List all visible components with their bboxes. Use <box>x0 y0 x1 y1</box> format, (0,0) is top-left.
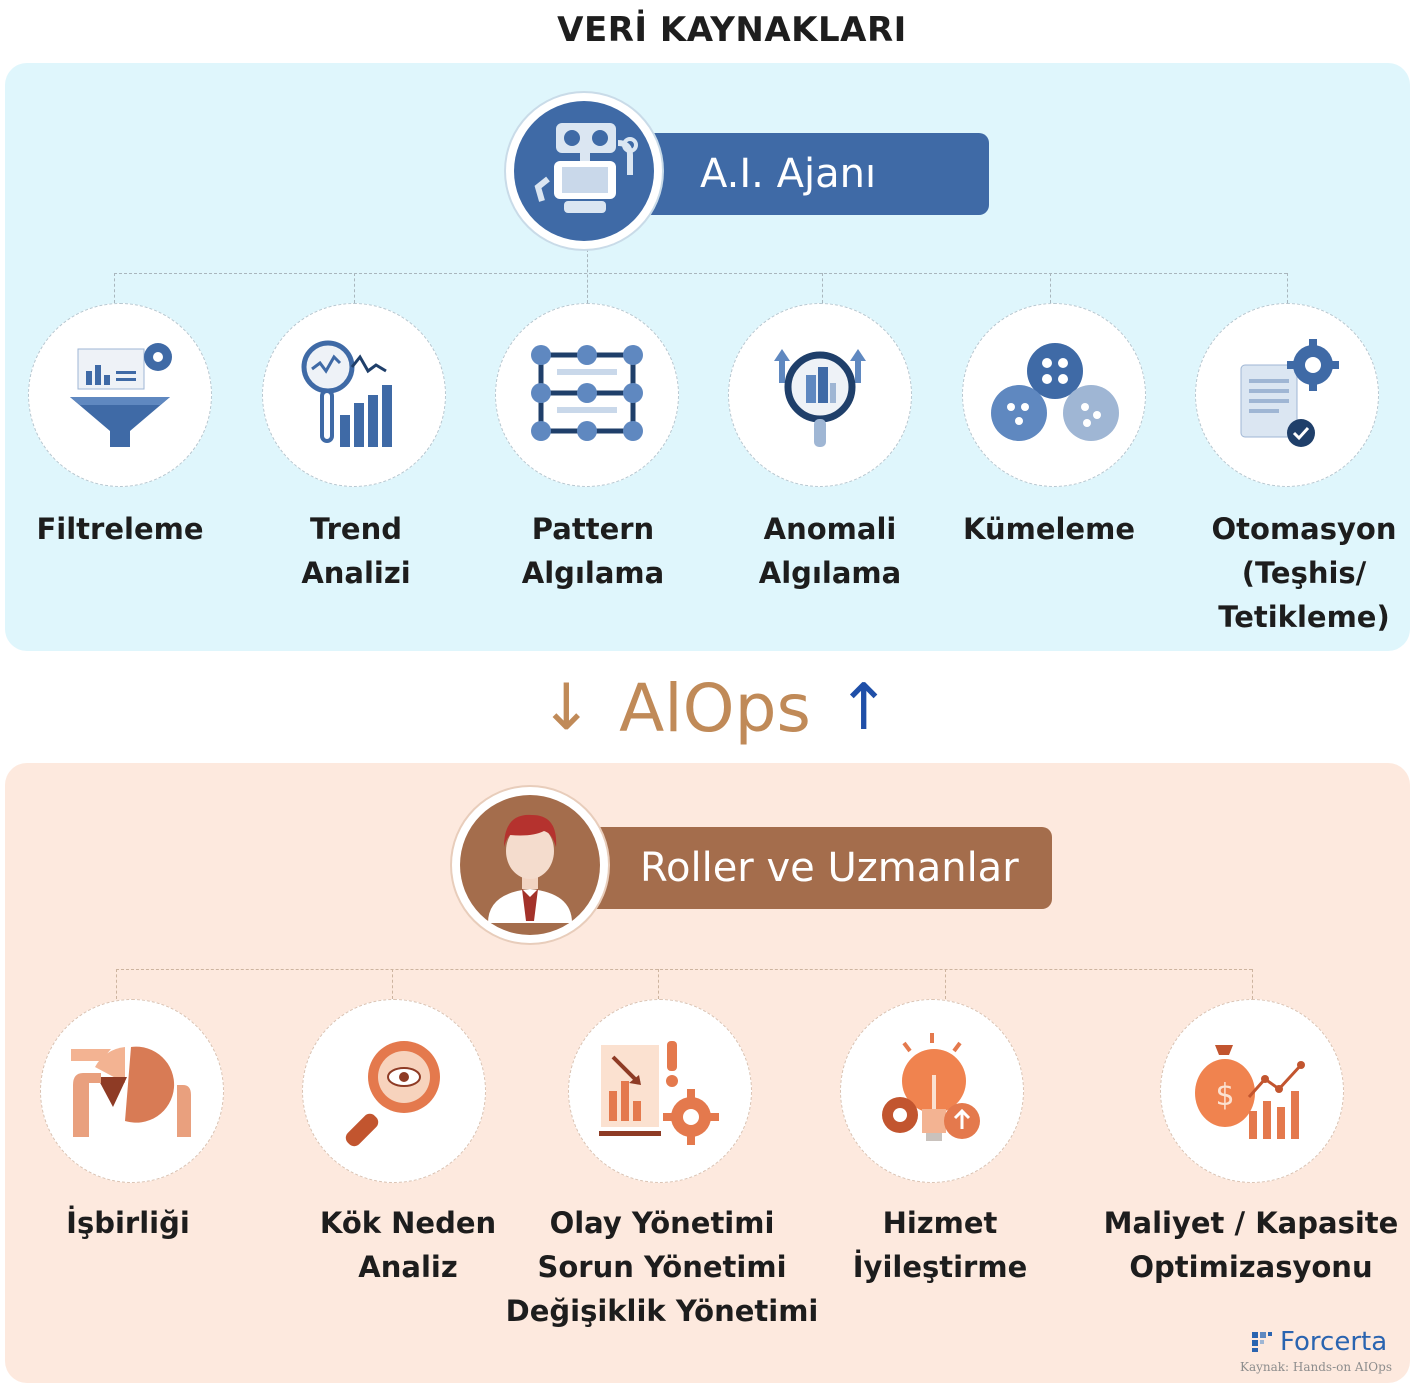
connector-line <box>1252 969 1253 999</box>
connector-line <box>1287 273 1288 303</box>
ai-item-label: Otomasyon(Teşhis/Tetikleme) <box>1211 512 1397 634</box>
pattern-grid-icon <box>531 345 643 441</box>
robot-icon <box>506 93 662 249</box>
cluster-icon <box>991 343 1119 441</box>
incident-chart-gear-icon <box>599 1041 719 1145</box>
connector-line <box>587 249 588 303</box>
lightbulb-improve-icon <box>882 1033 980 1141</box>
brand-name: Forcerta <box>1280 1327 1388 1357</box>
page-title: VERİ KAYNAKLARI <box>557 10 907 50</box>
role-item-label: İşbirliği <box>66 1206 190 1240</box>
ai-agent-label: A.I. Ajanı <box>700 151 877 197</box>
root-cause-magnifier-icon <box>345 1041 440 1147</box>
connector-line <box>114 273 1287 274</box>
clustering-circle <box>962 303 1146 487</box>
automation-gear-icon <box>1240 339 1339 447</box>
connector-line <box>1050 273 1051 303</box>
pattern-circle <box>495 303 679 487</box>
forcerta-logo-icon <box>1252 1332 1272 1352</box>
aiops-link: ↓ AlOps ↑ <box>500 663 930 753</box>
connector-line <box>116 969 117 999</box>
expert-avatar-icon <box>452 787 608 943</box>
aiops-label: AlOps <box>619 669 811 747</box>
anomaly-magnifier-icon <box>774 349 866 447</box>
roles-label: Roller ve Uzmanlar <box>640 845 1019 891</box>
down-arrow-icon: ↓ <box>539 671 594 745</box>
connector-line <box>945 969 946 999</box>
root-cause-circle <box>302 999 486 1183</box>
ai-item-label: Filtreleme <box>36 512 204 546</box>
connector-line <box>658 969 659 999</box>
cost-optimization-circle: $ <box>1160 999 1344 1183</box>
collaboration-circle <box>40 999 224 1183</box>
roles-banner: Roller ve Uzmanlar <box>560 827 1052 909</box>
trend-circle <box>262 303 446 487</box>
ai-agent-banner: A.I. Ajanı <box>600 133 989 215</box>
connector-line <box>392 969 393 999</box>
connector-line <box>114 273 115 303</box>
brand-logo: Forcerta <box>1250 1327 1387 1357</box>
trend-magnifier-icon <box>301 340 392 447</box>
source-note: Kaynak: Hands-on AIOps <box>1239 1360 1392 1374</box>
connector-line <box>822 273 823 303</box>
connector-line <box>116 969 1252 970</box>
ai-item-label: Kümeleme <box>963 512 1135 546</box>
connector-line <box>354 273 355 303</box>
collaboration-hands-icon <box>71 1046 191 1137</box>
up-arrow-icon: ↑ <box>836 671 891 745</box>
money-bag-chart-icon: $ <box>1195 1045 1305 1139</box>
anomaly-circle <box>728 303 912 487</box>
funnel-icon <box>70 343 172 447</box>
service-improvement-circle <box>840 999 1024 1183</box>
automation-circle <box>1195 303 1379 487</box>
svg-text:$: $ <box>1215 1078 1234 1113</box>
filtering-circle <box>28 303 212 487</box>
incident-management-circle <box>568 999 752 1183</box>
